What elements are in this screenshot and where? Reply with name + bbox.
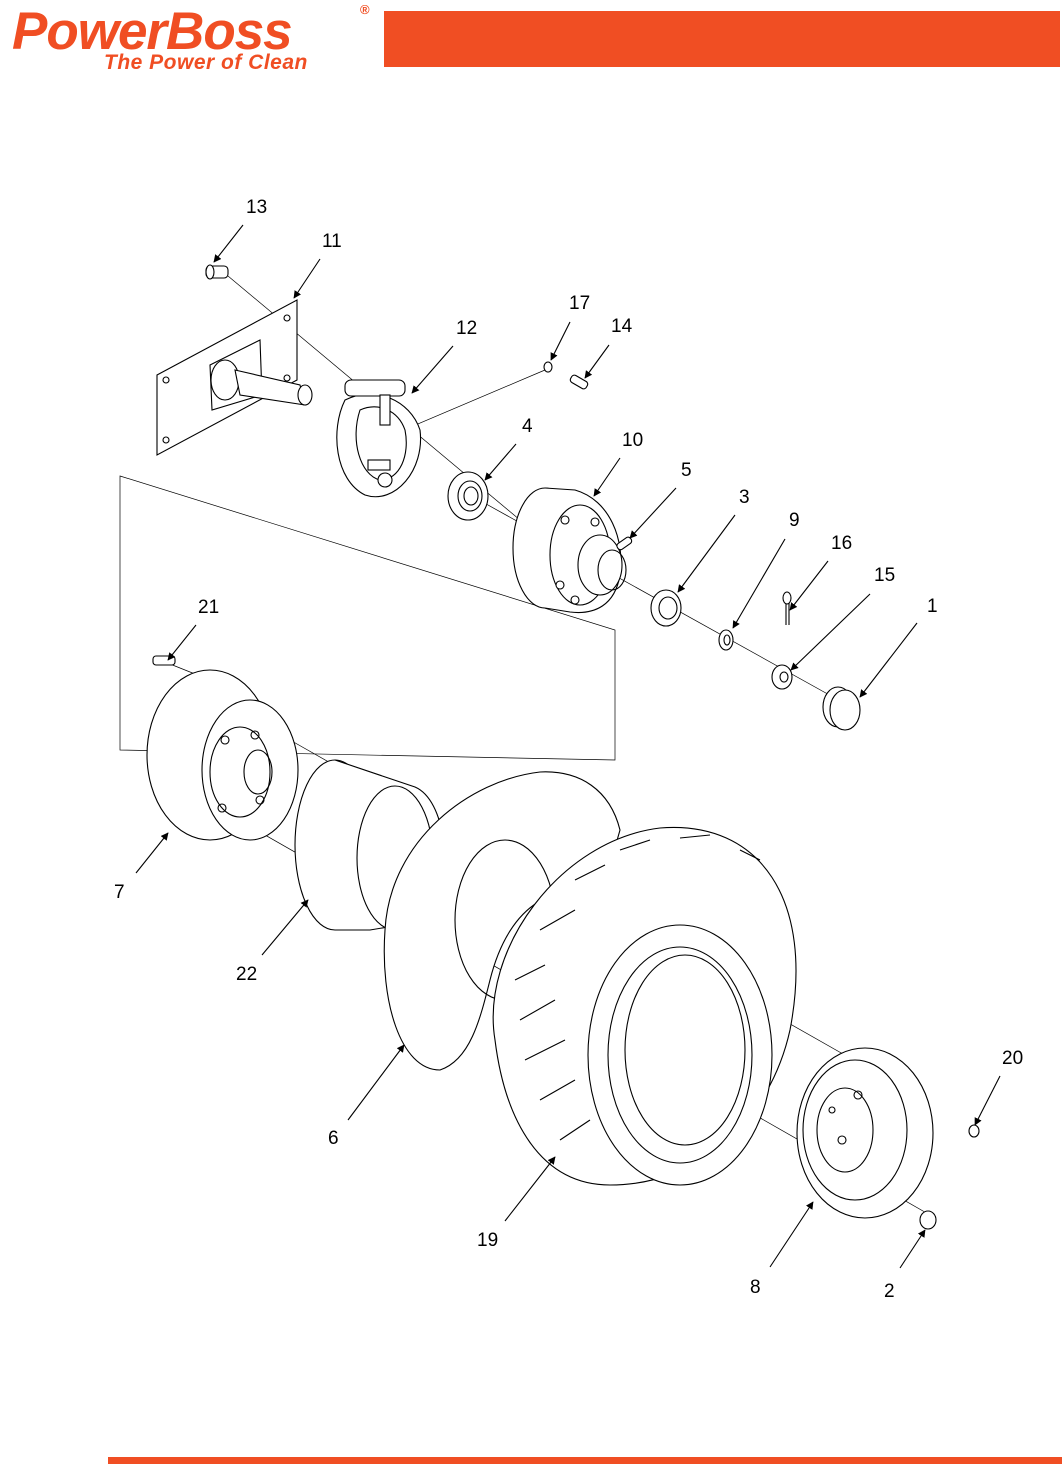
- part-2-nut: [919, 1210, 937, 1230]
- callout-labels: 13 11 17 14 12 4 10 5 3 9 16 15 21 1 7 2…: [114, 197, 1023, 1302]
- powerboss-logo: PowerBoss: [12, 2, 293, 61]
- part-12-brake-assembly: [336, 379, 422, 498]
- part-19-tire: [492, 826, 797, 1186]
- callout-4: 4: [522, 416, 533, 437]
- part-4-bearing: [447, 471, 489, 521]
- logo-tagline: The Power of Clean: [104, 51, 308, 74]
- callout-8: 8: [750, 1277, 761, 1298]
- callout-10: 10: [622, 430, 643, 451]
- header-accent-bar: [384, 11, 1060, 67]
- part-1-dust-cap: [822, 686, 861, 731]
- callout-6: 6: [328, 1128, 339, 1149]
- callout-16: 16: [831, 533, 852, 554]
- callout-2: 2: [884, 1281, 895, 1302]
- callout-13: 13: [246, 197, 267, 218]
- part-9-washer: [718, 629, 734, 651]
- registered-mark: ®: [360, 2, 370, 17]
- callout-19: 19: [477, 1230, 498, 1251]
- part-5-stud: [616, 536, 633, 551]
- footer-accent-bar: [108, 1457, 1062, 1464]
- callout-7: 7: [114, 882, 125, 903]
- part-14-screw: [569, 374, 589, 390]
- part-17-washer: [543, 361, 553, 373]
- callout-leader-lines: [135, 224, 1001, 1269]
- part-21-bolt: [152, 655, 176, 666]
- part-20-nut: [968, 1124, 980, 1138]
- callout-20: 20: [1002, 1048, 1023, 1069]
- callout-12: 12: [456, 318, 477, 339]
- callout-3: 3: [739, 487, 750, 508]
- part-8-wheel-half: [796, 1047, 934, 1219]
- callout-1: 1: [927, 596, 938, 617]
- callout-5: 5: [681, 460, 692, 481]
- callout-14: 14: [611, 316, 633, 337]
- part-11-spindle-plate: [156, 299, 313, 456]
- callout-15: 15: [874, 565, 895, 586]
- part-15-castle-nut: [771, 664, 793, 690]
- part-13-bolt: [205, 264, 229, 280]
- callout-22: 22: [236, 964, 257, 985]
- page-header: PowerBoss ® The Power of Clean: [0, 0, 1062, 80]
- part-7-wheel-half: [146, 669, 299, 841]
- part-10-hub-drum: [512, 487, 627, 614]
- callout-11: 11: [322, 231, 342, 252]
- part-16-cotter-pin: [782, 591, 792, 625]
- part-3-bearing: [650, 589, 682, 627]
- callout-17: 17: [569, 293, 590, 314]
- callout-21: 21: [198, 597, 219, 618]
- callout-9: 9: [789, 510, 800, 531]
